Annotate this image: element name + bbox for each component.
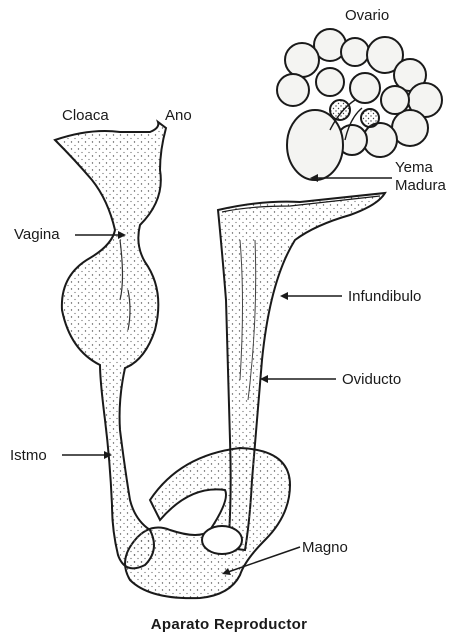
- diagram-caption: Aparato Reproductor: [0, 616, 458, 633]
- label-cloaca: Cloaca: [62, 108, 109, 123]
- label-vagina: Vagina: [14, 227, 60, 242]
- label-magno: Magno: [302, 540, 348, 555]
- vagina-istmo-tube: [55, 122, 166, 568]
- label-madura: Madura: [395, 178, 446, 193]
- label-yema: Yema: [395, 160, 433, 175]
- ovary-cluster: [277, 29, 442, 180]
- label-oviducto: Oviducto: [342, 372, 401, 387]
- magnum-loop: [125, 448, 290, 598]
- label-istmo: Istmo: [10, 448, 47, 463]
- label-ovario: Ovario: [345, 8, 389, 23]
- label-infundibulo: Infundibulo: [348, 289, 421, 304]
- label-ano: Ano: [165, 108, 192, 123]
